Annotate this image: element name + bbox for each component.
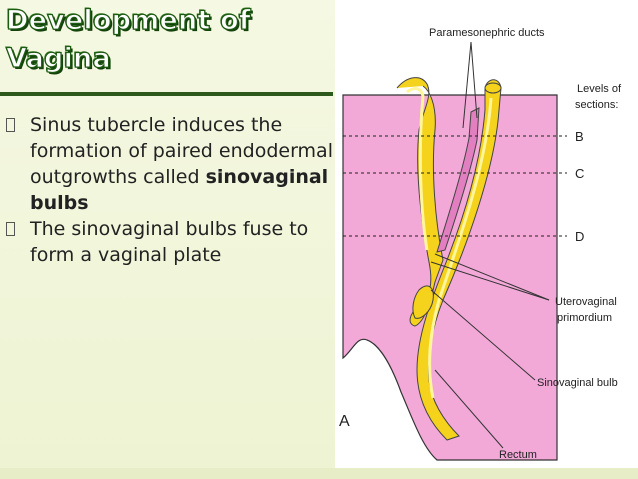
label-level-d: D (575, 229, 584, 244)
label-levels-line2: sections: (575, 99, 618, 111)
title-divider (0, 92, 333, 96)
label-uterovaginal-line2: primordium (557, 312, 612, 324)
bullet-marker-icon (6, 118, 15, 132)
label-levels-line1: Levels of (577, 83, 622, 95)
pink-duct-segment (436, 107, 480, 253)
bullet-item-1: Sinus tubercle induces the formation of … (0, 112, 334, 216)
title-line-2: Vagina (5, 42, 111, 74)
label-level-b: B (575, 129, 584, 144)
bullet-2-text: The sinovaginal bulbs fuse to form a vag… (30, 218, 309, 266)
bottom-bar (0, 468, 638, 479)
diagram-panel: Paramesonephric ducts Levels of sections… (335, 0, 638, 468)
bullet-list: Sinus tubercle induces the formation of … (0, 112, 334, 268)
bullet-1-bold-term: sinovaginal bulbs (30, 166, 329, 214)
left-duct-highlight (406, 87, 429, 251)
leader-sinovaginal (430, 289, 536, 381)
leader-uterovaginal-2 (430, 261, 550, 301)
slide-title: Development of Vagina (5, 2, 336, 78)
title-line-1: Development of (5, 4, 251, 36)
bullet-marker-icon (6, 222, 15, 236)
bullet-1-text: Sinus tubercle induces the formation of … (30, 114, 333, 188)
label-level-c: C (575, 166, 584, 181)
leader-uterovaginal-1 (434, 253, 550, 301)
leader-rectum (434, 369, 504, 449)
sinovaginal-bulb-shape (412, 285, 434, 319)
right-duct-highlight (428, 97, 493, 399)
label-paramesonephric: Paramesonephric ducts (429, 27, 545, 39)
right-duct-opening (484, 82, 502, 94)
leader-paramesonephric-left (462, 41, 472, 129)
leader-paramesonephric-right (470, 41, 478, 119)
bullet-item-2: The sinovaginal bulbs fuse to form a vag… (0, 216, 334, 268)
vagina-development-diagram: Paramesonephric ducts Levels of sections… (339, 27, 622, 461)
label-sinovaginal: Sinovaginal bulb (537, 377, 618, 389)
label-rectum: Rectum (499, 449, 537, 461)
label-panel-letter: A (339, 413, 350, 430)
label-uterovaginal-line1: Uterovaginal (555, 296, 617, 308)
